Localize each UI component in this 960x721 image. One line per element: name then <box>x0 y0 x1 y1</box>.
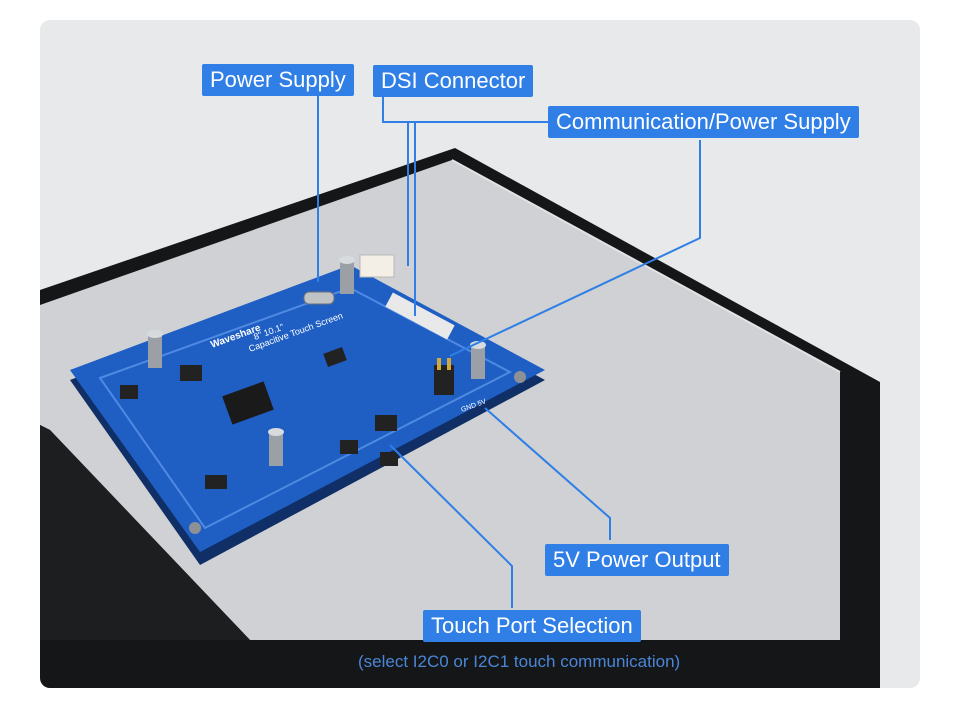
chip <box>180 365 202 381</box>
leader-5v-output <box>484 407 611 540</box>
power-output-header <box>434 365 454 395</box>
fpc-connector-part <box>359 254 395 278</box>
leader-comm-power-down <box>449 140 701 357</box>
callout-power-supply: Power Supply <box>202 64 354 96</box>
standoff <box>470 341 486 379</box>
dsi-connector-part <box>385 292 455 340</box>
chip <box>205 475 227 489</box>
chip <box>323 347 347 367</box>
standoff <box>268 428 284 466</box>
standoff <box>339 256 355 294</box>
product-illustration: Waveshare 8" 10.1" Capacitive Touch Scre… <box>40 96 880 688</box>
chip <box>340 440 358 454</box>
driver-board: Waveshare 8" 10.1" Capacitive Touch Scre… <box>70 254 545 565</box>
leader-dsi-connector <box>382 97 416 316</box>
touch-selector-chip <box>380 452 398 466</box>
chip <box>375 415 397 431</box>
callout-5v-power-output: 5V Power Output <box>545 544 729 576</box>
chip <box>120 385 138 399</box>
callout-dsi-connector: DSI Connector <box>373 65 534 97</box>
product-photo-panel: Waveshare 8" 10.1" Capacitive Touch Scre… <box>40 20 920 688</box>
leader-lines <box>317 96 701 608</box>
callout-communication-power-supply: Communication/Power Supply <box>548 106 859 138</box>
touch-port-note: (select I2C0 or I2C1 touch communication… <box>358 652 681 671</box>
callout-touch-port-selection: Touch Port Selection <box>423 610 641 642</box>
usb-c-port <box>303 291 335 305</box>
main-chip <box>222 381 274 425</box>
standoff <box>147 330 163 368</box>
leader-touch-port <box>389 444 513 608</box>
leader-comm-power <box>407 121 548 266</box>
